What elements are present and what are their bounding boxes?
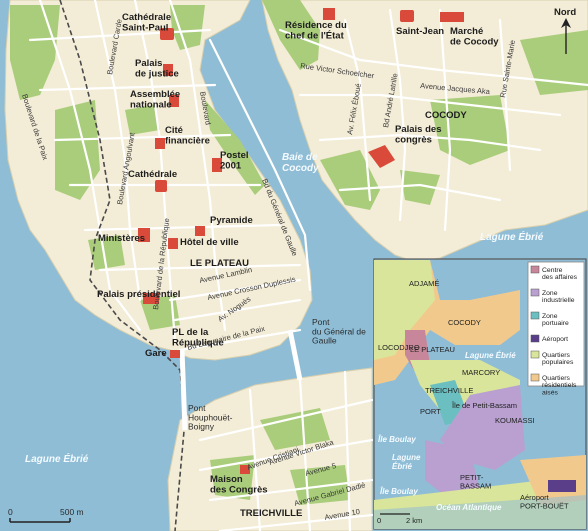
inset-le-plateau: LE PLATEAU — [410, 345, 455, 354]
inset-petit-bassam: PETIT-BASSAM — [460, 473, 491, 490]
inset-treichville: TREICHVILLE — [425, 386, 473, 395]
inset-ocean: Océan Atlantique — [436, 503, 502, 512]
north-label: Nord — [554, 7, 576, 18]
label-hotel-ville: Hôtel de ville — [180, 237, 239, 248]
district-cocody: COCODY — [425, 110, 467, 121]
inset-map: ADJAMÉ COCODY LOCODJRO LE PLATEAU Lagune… — [373, 258, 587, 530]
label-pyramide: Pyramide — [210, 215, 253, 226]
water-lagune-right: Lagune Ébrié — [480, 230, 544, 243]
inset-koumassi: KOUMASSI — [495, 416, 535, 425]
north-arrow: Nord — [554, 7, 576, 54]
inset-ile-petit-bassam: Île de Petit-Bassam — [451, 401, 517, 410]
inset-cocody: COCODY — [448, 318, 481, 327]
landmark-markers — [138, 8, 464, 474]
inset-port: PORT — [420, 407, 441, 416]
green-areas — [10, 0, 588, 505]
inset-adjame: ADJAMÉ — [409, 279, 439, 288]
street-grid-cocody — [278, 8, 588, 232]
main-scale-bar: 0 500 m — [8, 507, 84, 523]
inset-locodjro: LOCODJRO — [378, 343, 420, 352]
inset-lagune: Lagune Ébrié — [465, 351, 516, 360]
inset-scale-bar: 0 2 km — [377, 513, 422, 525]
legend-swatch — [530, 373, 540, 382]
bridge-houphouet-boigny — [179, 349, 188, 431]
legend-swatch — [530, 350, 540, 359]
label-saint-jean: Saint-Jean — [396, 26, 444, 37]
inset-ile-boulay2: Île Boulay — [380, 487, 418, 496]
svg-text:0: 0 — [8, 507, 13, 517]
legend-label: Aéroport — [542, 336, 568, 343]
legend-swatch — [530, 311, 540, 320]
legend-swatch — [530, 334, 540, 343]
inset-marcory: MARCORY — [462, 368, 500, 377]
svg-text:500 m: 500 m — [60, 507, 84, 517]
water-lagune-left: Lagune Ébrié — [25, 452, 89, 465]
svg-text:0: 0 — [377, 516, 381, 525]
svg-text:2 km: 2 km — [406, 516, 422, 525]
bridge-general-de-gaulle — [287, 329, 303, 381]
district-le-plateau: LE PLATEAU — [190, 258, 249, 269]
inset-ile-boulay1: Île Boulay — [378, 435, 416, 444]
label-cathedrale: Cathédrale — [128, 169, 177, 180]
street-grid-treichville — [198, 370, 374, 531]
legend-swatch — [530, 265, 540, 274]
label-ministeres: Ministères — [98, 233, 145, 244]
district-treichville: TREICHVILLE — [240, 508, 302, 519]
label-gare: Gare — [145, 348, 167, 359]
label-palais-presidentiel: Palais présidentiel — [97, 289, 180, 300]
legend-swatch — [530, 288, 540, 297]
street-grid — [28, 0, 312, 352]
